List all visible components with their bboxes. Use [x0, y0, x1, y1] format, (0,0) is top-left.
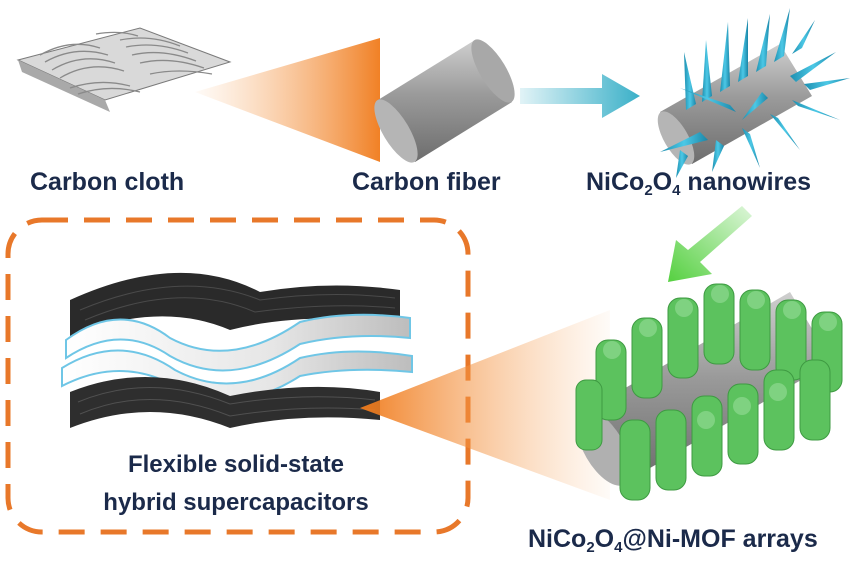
carbon-fiber-label: Carbon fiber [352, 168, 501, 196]
nanowires-label: NiCo2O4 nanowires [586, 167, 812, 199]
nanowires-label-prefix: NiCo [586, 168, 645, 196]
nanowires-label-sub1: 2 [644, 182, 653, 199]
mof-label-prefix: NiCo [528, 525, 587, 553]
nanowires-label-mid: O [652, 168, 673, 196]
woven-cloth-icon [16, 27, 232, 112]
magnify-beam-bottom [360, 310, 610, 500]
spiky-cylinder-icon [657, 8, 850, 178]
mof-label-suffix: @Ni-MOF arrays [622, 525, 818, 553]
cylinder-icon [374, 39, 515, 163]
foliage-cylinder-icon [575, 283, 843, 501]
mof-arrays-label: NiCo2O4@Ni-MOF arrays [528, 524, 818, 556]
carbon-cloth-label: Carbon cloth [30, 168, 185, 196]
arrow-right-icon [520, 74, 640, 118]
magnify-beam-top [195, 38, 380, 162]
mof-label-sub1: 2 [586, 539, 595, 556]
device-label-line1: Flexible solid-state [127, 451, 345, 478]
device-label: Flexible solid-state hybrid supercapacit… [0, 446, 472, 522]
nanowires-label-suffix: nanowires [680, 168, 812, 196]
arrow-down-left-icon [668, 206, 752, 282]
layered-stack-icon [61, 272, 413, 428]
nanowires-label-sub2: 4 [672, 182, 681, 199]
mof-label-mid: O [594, 525, 615, 553]
mof-label-sub2: 4 [614, 539, 623, 556]
device-label-line2: hybrid supercapacitors [103, 489, 369, 516]
